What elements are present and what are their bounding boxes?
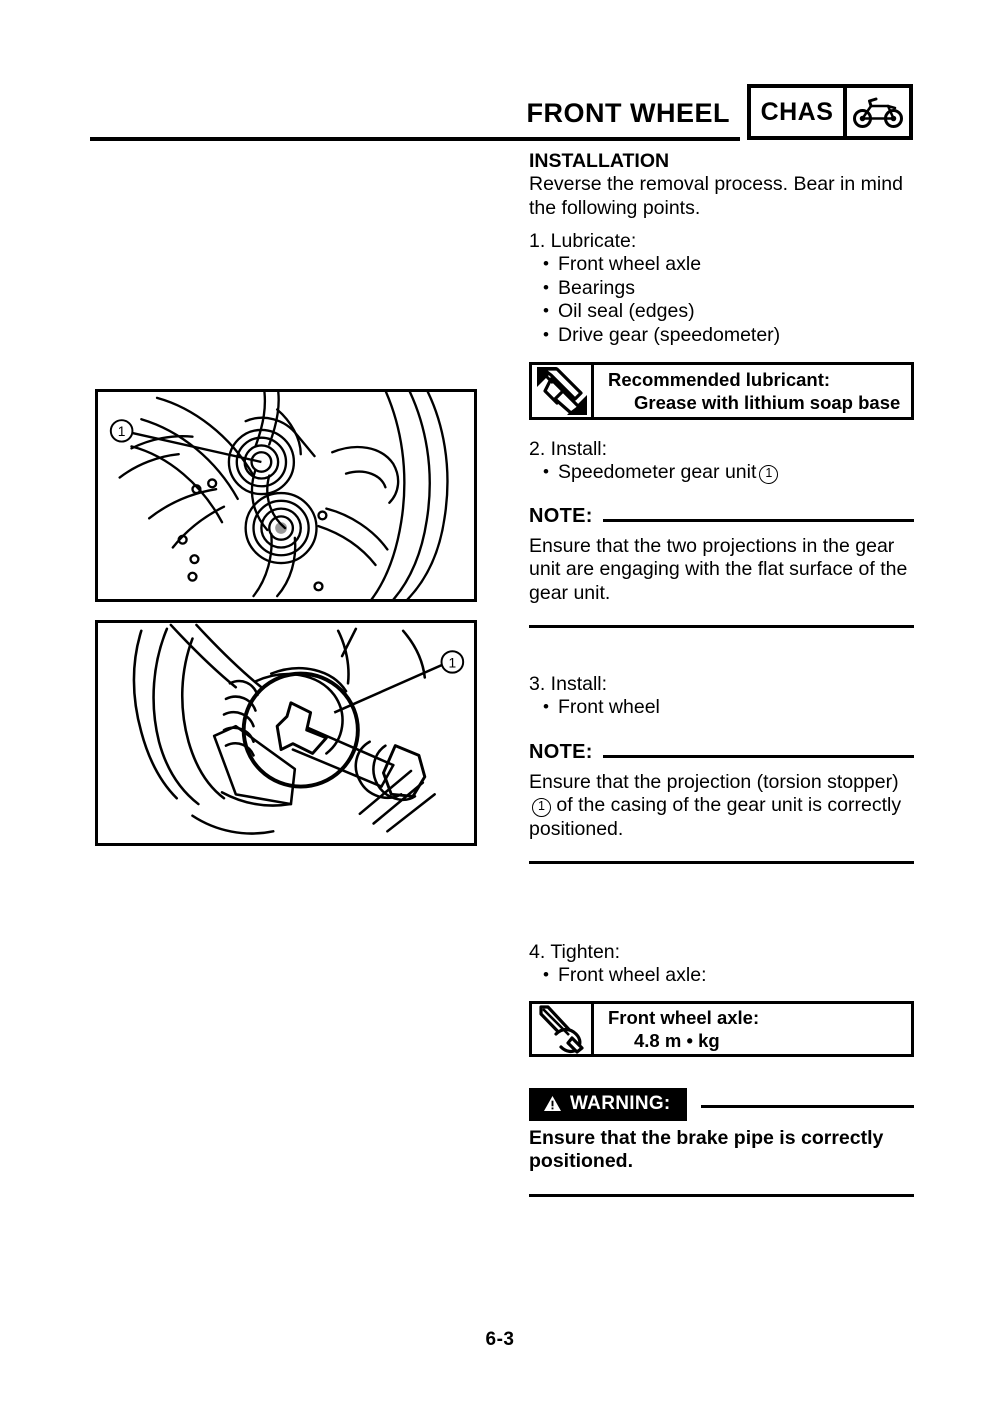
list-item: Front wheel bbox=[529, 695, 914, 720]
step-2-item-text: Speedometer gear unit bbox=[558, 461, 757, 483]
page-title: FRONT WHEEL bbox=[526, 98, 730, 128]
callout-marker-1: 1 bbox=[759, 465, 779, 484]
torque-wrench-icon bbox=[532, 1003, 594, 1054]
content-column: INSTALLATION Reverse the removal process… bbox=[529, 150, 914, 1197]
figure2-callout-leader: 1 bbox=[333, 650, 465, 714]
torque-spec-box: Front wheel axle: 4.8 m • kg bbox=[529, 1000, 914, 1057]
warning-header: WARNING: bbox=[529, 1087, 914, 1121]
section-code-label: CHAS bbox=[751, 88, 847, 136]
figure1-callout-leader: 1 bbox=[109, 419, 262, 464]
list-item: Drive gear (speedometer) bbox=[529, 323, 914, 348]
figure-torsion-stopper: 1 bbox=[95, 620, 477, 846]
list-item: Oil seal (edges) bbox=[529, 299, 914, 324]
step-3-list: Front wheel bbox=[529, 695, 914, 720]
grease-gun-icon bbox=[532, 365, 594, 417]
step-2-label: 2. Install: bbox=[529, 438, 608, 460]
list-item: Front wheel axle: bbox=[529, 963, 914, 988]
torque-spec-text: Front wheel axle: 4.8 m • kg bbox=[594, 1004, 911, 1054]
section-heading: INSTALLATION bbox=[529, 150, 670, 172]
callout-marker-1: 1 bbox=[532, 798, 551, 817]
warning-header-rule bbox=[700, 1104, 914, 1108]
step-4-label: 4. Tighten: bbox=[529, 941, 621, 963]
note-2-body: Ensure that the projection (torsion stop… bbox=[529, 771, 914, 842]
step-3-label: 3. Install: bbox=[529, 673, 608, 695]
note-block-1: NOTE: Ensure that the two projections in… bbox=[529, 505, 914, 628]
page-number: 6-3 bbox=[485, 1329, 515, 1350]
note-2-body-part2: of the casing of the gear unit is correc… bbox=[529, 794, 902, 840]
recommended-lubricant-box: Recommended lubricant: Grease with lithi… bbox=[529, 362, 914, 420]
note-block-2: NOTE: Ensure that the projection (torsio… bbox=[529, 741, 914, 864]
warning-label: WARNING: bbox=[570, 1092, 671, 1114]
torque-value: 4.8 m • kg bbox=[634, 1029, 720, 1051]
note-2-label: NOTE: bbox=[529, 740, 593, 763]
header-divider bbox=[90, 137, 740, 141]
note-2-header-rule bbox=[602, 754, 914, 758]
warning-triangle-icon bbox=[544, 1095, 561, 1112]
note-2-closing-rule bbox=[529, 861, 914, 864]
step-4-list: Front wheel axle: bbox=[529, 963, 914, 988]
note-2-header: NOTE: bbox=[529, 741, 914, 764]
figure-speedometer-gear-unit: 1 bbox=[95, 389, 477, 602]
note-1-body: Ensure that the two projections in the g… bbox=[529, 534, 908, 604]
note-1-label: NOTE: bbox=[529, 504, 593, 527]
warning-badge: WARNING: bbox=[529, 1087, 687, 1121]
note-1-header: NOTE: bbox=[529, 505, 914, 528]
note-1-closing-rule bbox=[529, 625, 914, 628]
torque-title: Front wheel axle: bbox=[608, 1006, 760, 1028]
lubricant-title: Recommended lubricant: bbox=[608, 369, 831, 390]
list-item: Bearings bbox=[529, 276, 914, 301]
note-1-header-rule bbox=[602, 518, 914, 522]
step-1-label: 1. Lubricate: bbox=[529, 230, 637, 252]
lubricant-value: Grease with lithium soap base bbox=[634, 392, 901, 413]
svg-text:1: 1 bbox=[118, 424, 126, 439]
section-tab: CHAS bbox=[747, 84, 913, 140]
list-item: Front wheel axle bbox=[529, 252, 914, 277]
warning-closing-rule bbox=[529, 1193, 914, 1197]
note-2-body-part1: Ensure that the projection (torsion stop… bbox=[529, 770, 899, 793]
warning-block: WARNING: Ensure that the brake pipe is c… bbox=[529, 1087, 914, 1197]
recommended-lubricant-text: Recommended lubricant: Grease with lithi… bbox=[594, 365, 911, 417]
motorcycle-icon bbox=[847, 88, 909, 136]
step-1-list: Front wheel axle Bearings Oil seal (edge… bbox=[529, 252, 914, 348]
intro-paragraph: Reverse the removal process. Bear in min… bbox=[529, 173, 903, 219]
svg-text:1: 1 bbox=[449, 655, 457, 670]
warning-body: Ensure that the brake pipe is correctly … bbox=[529, 1126, 884, 1173]
